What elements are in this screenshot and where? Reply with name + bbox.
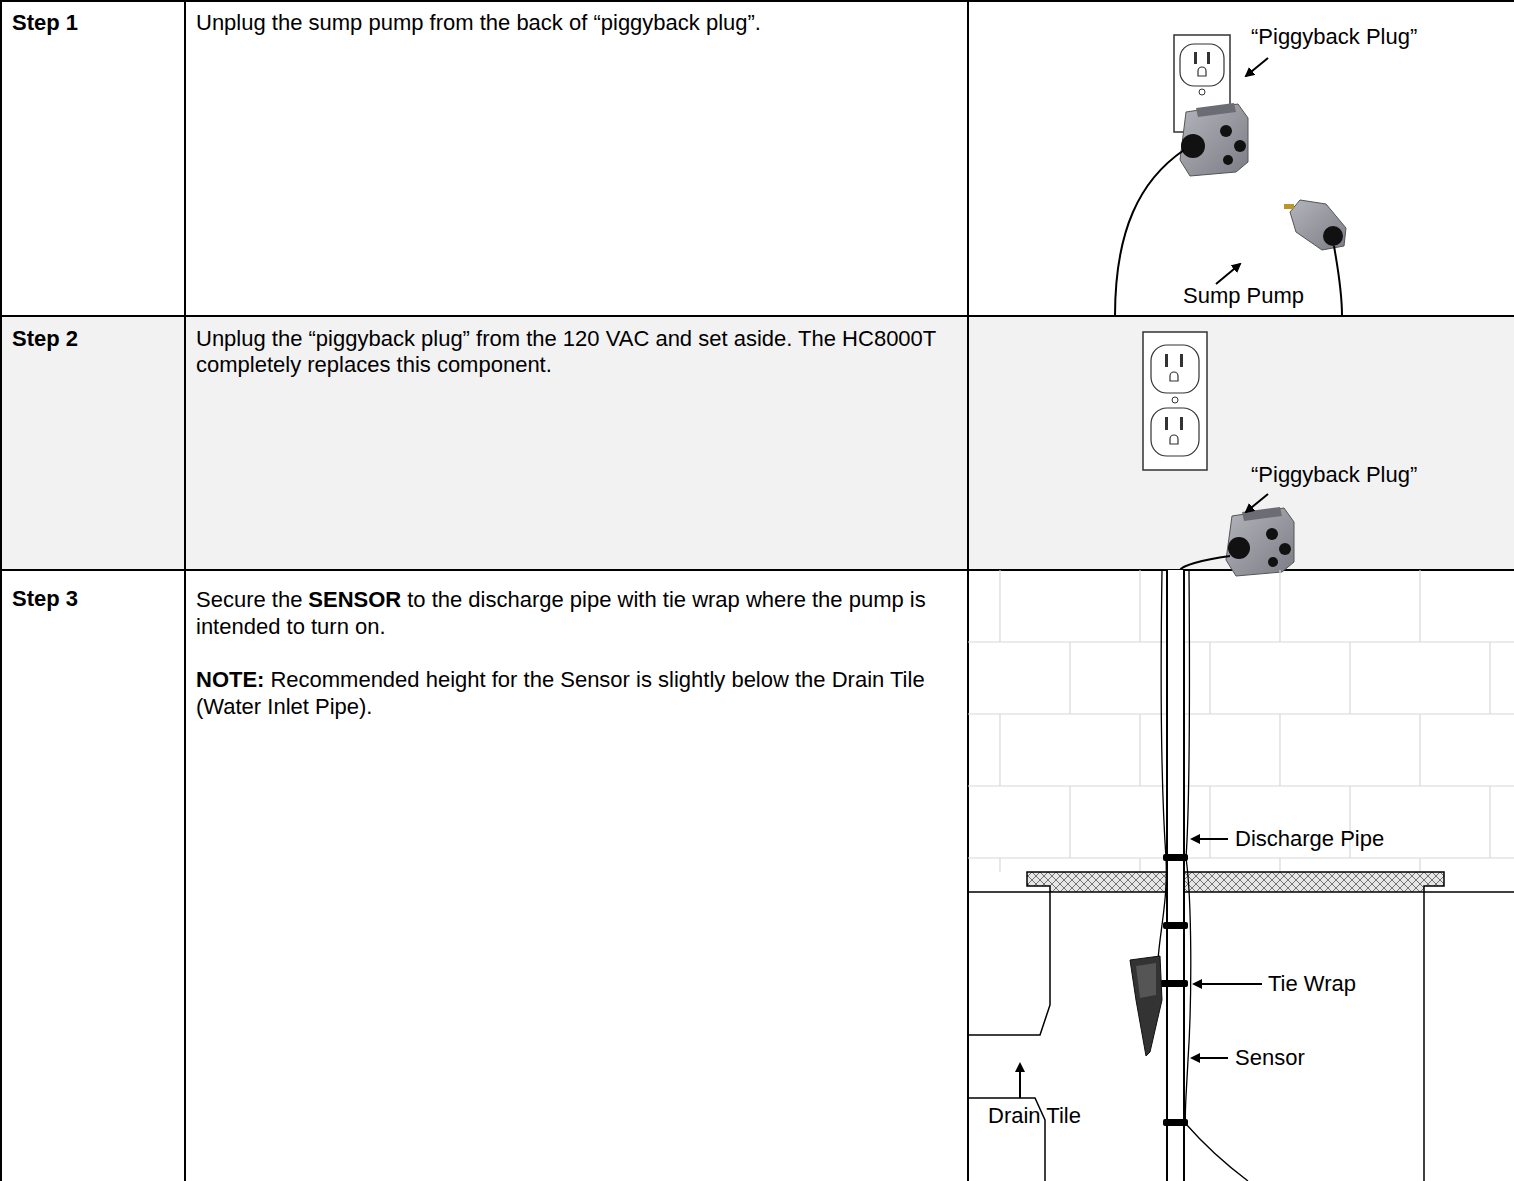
leader-arrow bbox=[1246, 58, 1268, 76]
brick-line bbox=[1349, 642, 1350, 714]
brick-line bbox=[1419, 570, 1420, 642]
step-instruction-text: Secure the bbox=[196, 587, 302, 612]
step-number: Step 3 bbox=[12, 586, 78, 612]
brick-line bbox=[999, 858, 1000, 872]
sump-pump-plug bbox=[1284, 200, 1346, 250]
step-number: Step 1 bbox=[12, 10, 78, 36]
sensor-wire bbox=[1158, 570, 1248, 1181]
cord bbox=[1334, 246, 1342, 316]
brick-line bbox=[968, 713, 1514, 714]
step-number: Step 2 bbox=[12, 326, 78, 352]
cord bbox=[1180, 556, 1230, 570]
step-instruction: Unplug the sump pump from the back of “p… bbox=[196, 10, 961, 36]
step-instruction-text: SENSOR bbox=[308, 587, 401, 612]
part-label: Tie Wrap bbox=[1268, 971, 1356, 997]
brick-wall bbox=[968, 570, 1514, 872]
brick-line bbox=[1489, 786, 1490, 858]
piggyback-plug bbox=[1180, 103, 1248, 176]
brick-line bbox=[1069, 642, 1070, 714]
leader-arrow bbox=[1192, 838, 1228, 840]
cord bbox=[1115, 150, 1184, 316]
brick-line bbox=[1489, 642, 1490, 714]
brick-line bbox=[999, 714, 1000, 786]
brick-line bbox=[1209, 642, 1210, 714]
brick-line bbox=[1419, 714, 1420, 786]
brick-line bbox=[1419, 858, 1420, 872]
step-instruction: Unplug the “piggyback plug” from the 120… bbox=[196, 326, 961, 378]
sensor bbox=[1130, 956, 1162, 1056]
part-label: Sensor bbox=[1235, 1045, 1305, 1071]
step-note-text: Recommended height for the Sensor is sli… bbox=[196, 667, 925, 719]
sump-lid bbox=[1027, 872, 1444, 892]
part-label: Drain Tile bbox=[988, 1103, 1081, 1129]
leader-arrow bbox=[1216, 264, 1240, 284]
part-label: Discharge Pipe bbox=[1235, 826, 1384, 852]
brick-line bbox=[999, 570, 1000, 642]
brick-line bbox=[1279, 858, 1280, 872]
step-instruction-text: to the discharge pipe with tie wrap wher… bbox=[196, 587, 926, 639]
step-note: NOTE:Recommended height for the Sensor i… bbox=[196, 666, 961, 720]
outlet-plate bbox=[1143, 332, 1207, 470]
leader-arrow bbox=[1192, 1057, 1228, 1059]
piggyback-plug bbox=[1226, 507, 1294, 576]
brick-line bbox=[1279, 714, 1280, 786]
step-note-text: NOTE: bbox=[196, 667, 264, 692]
part-label: “Piggyback Plug” bbox=[1251, 462, 1417, 488]
brick-line bbox=[1069, 786, 1070, 858]
brick-line bbox=[968, 641, 1514, 642]
pit-wall bbox=[968, 892, 1514, 1181]
brick-line bbox=[968, 785, 1514, 786]
brick-line bbox=[1209, 786, 1210, 858]
brick-line bbox=[1139, 714, 1140, 786]
part-label: “Piggyback Plug” bbox=[1251, 24, 1417, 50]
leader-arrow bbox=[1019, 1064, 1021, 1098]
discharge-pipe bbox=[1167, 570, 1184, 1181]
part-label: Sump Pump bbox=[1183, 283, 1304, 309]
tie-wrap bbox=[1160, 854, 1188, 1126]
leader-arrow bbox=[1194, 983, 1262, 985]
brick-line bbox=[968, 857, 1514, 858]
leader-arrow bbox=[1246, 494, 1268, 512]
brick-line bbox=[1139, 858, 1140, 872]
step-instruction: Secure theSENSORto the discharge pipe wi… bbox=[196, 586, 961, 640]
brick-line bbox=[1279, 570, 1280, 642]
brick-line bbox=[1139, 570, 1140, 642]
